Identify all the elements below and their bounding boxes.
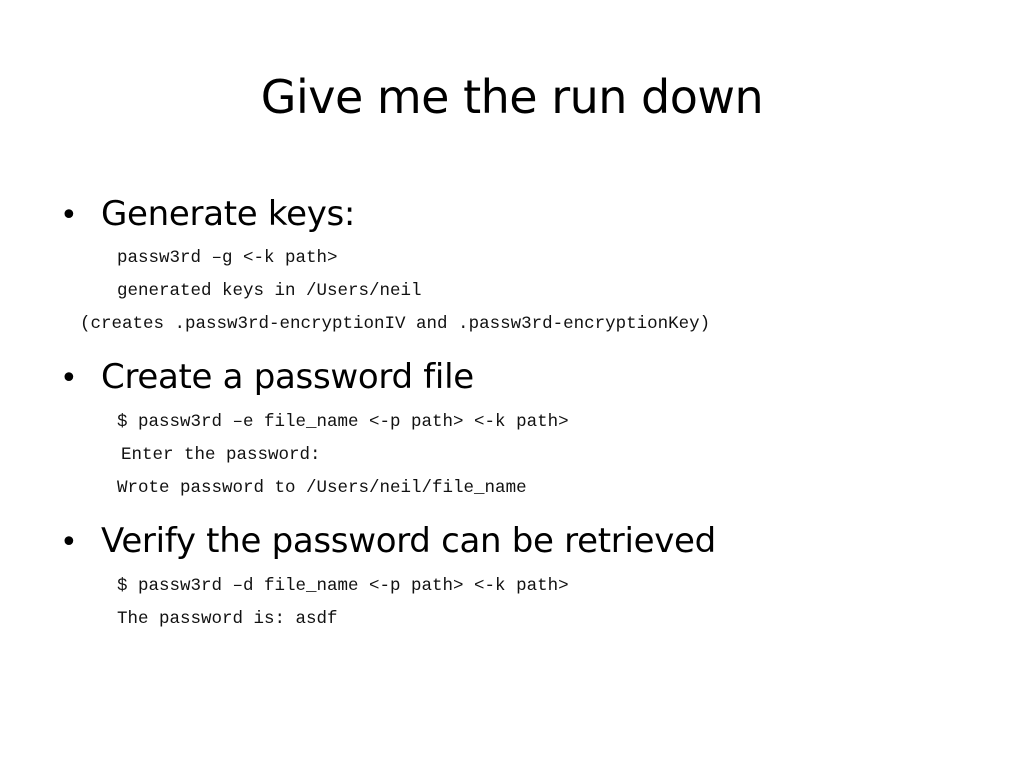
code-line: $ passw3rd –d file_name <-p path> <-k pa… [117, 576, 569, 596]
code-line: (creates .passw3rd-encryptionIV and .pas… [80, 314, 711, 334]
code-line: $ passw3rd –e file_name <-p path> <-k pa… [117, 412, 569, 432]
bullet-icon: • [60, 525, 78, 560]
code-line: generated keys in /Users/neil [117, 281, 422, 301]
bullet-item-create-password-file: • Create a password file [60, 355, 474, 401]
bullet-icon: • [60, 361, 78, 396]
code-line: Wrote password to /Users/neil/file_name [117, 478, 527, 498]
bullet-heading: Verify the password can be retrieved [101, 521, 716, 561]
bullet-item-generate-keys: • Generate keys: [60, 192, 355, 238]
code-line: Enter the password: [121, 445, 321, 465]
bullet-heading: Create a password file [101, 357, 474, 397]
code-line: The password is: asdf [117, 609, 338, 629]
bullet-heading: Generate keys: [101, 194, 356, 234]
code-line: passw3rd –g <-k path> [117, 248, 338, 268]
bullet-icon: • [60, 198, 78, 233]
bullet-item-verify-password: • Verify the password can be retrieved [60, 519, 716, 565]
slide-title: Give me the run down [260, 70, 764, 124]
